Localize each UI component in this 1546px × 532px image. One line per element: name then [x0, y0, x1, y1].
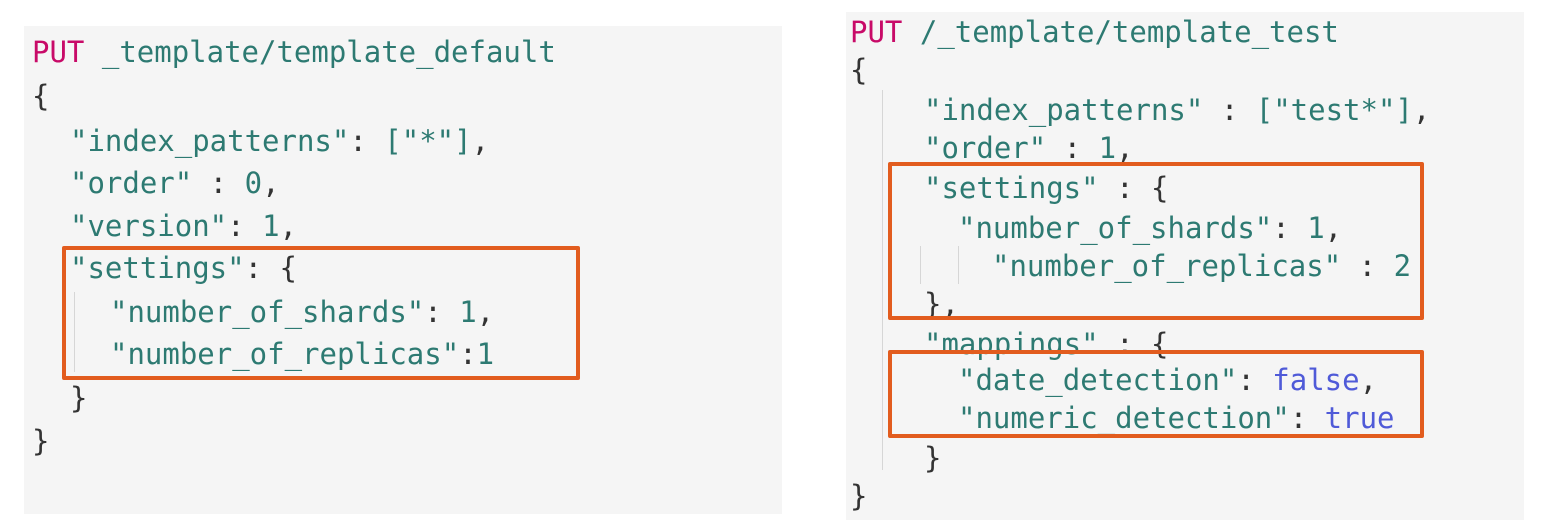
- json-key: "settings": [70, 251, 245, 285]
- code-editor-left[interactable]: PUT _template/template_default { "index_…: [24, 26, 782, 514]
- code-line: "number_of_replicas":1: [110, 337, 495, 371]
- json-value: 2: [1393, 249, 1412, 283]
- code-line: "settings" : {: [924, 171, 1169, 205]
- code-line: "order" : 0,: [70, 166, 280, 200]
- code-line: {: [32, 79, 50, 113]
- mappings-highlight-box: [888, 350, 1424, 438]
- json-value: false: [1272, 363, 1360, 397]
- http-method: PUT: [850, 15, 903, 49]
- indent-guide: [74, 292, 75, 372]
- indent-guide: [958, 246, 959, 284]
- code-line: "date_detection": false,: [958, 363, 1378, 397]
- code-line: }: [32, 424, 50, 458]
- code-line: },: [924, 287, 959, 321]
- code-line: "numeric_detection": true: [958, 401, 1395, 435]
- settings-highlight-box: [62, 246, 580, 380]
- json-value: 1: [459, 295, 477, 329]
- json-key: "number_of_replicas": [110, 337, 460, 371]
- code-line: "settings": {: [70, 251, 297, 285]
- json-value: 1: [476, 337, 495, 371]
- json-key: "version": [70, 209, 228, 243]
- indent-guide: [882, 90, 883, 470]
- json-key: "number_of_shards": [110, 295, 425, 329]
- code-line: "index_patterns": ["*"],: [70, 124, 490, 158]
- json-value: ["*"]: [384, 124, 472, 158]
- code-line: }: [70, 381, 88, 415]
- code-line: "index_patterns" : ["test*"],: [924, 93, 1431, 127]
- http-method: PUT: [32, 35, 85, 69]
- indent-guide: [920, 246, 921, 284]
- json-value: 1: [262, 209, 280, 243]
- request-path: /_template/template_test: [919, 15, 1339, 49]
- json-key: "settings": [924, 171, 1099, 205]
- code-line: }: [850, 479, 868, 513]
- json-key: "order": [924, 131, 1047, 165]
- request-line: PUT _template/template_default: [32, 32, 556, 72]
- request-line: PUT /_template/template_test: [850, 12, 1339, 52]
- json-key: "index_patterns": [70, 124, 350, 158]
- code-line: "number_of_replicas" : 2: [992, 249, 1412, 283]
- settings-highlight-box: [888, 162, 1424, 320]
- json-value: 0: [244, 166, 263, 200]
- code-line: {: [850, 53, 868, 87]
- json-key: "numeric_detection": [958, 401, 1290, 435]
- code-line: "number_of_shards": 1,: [958, 211, 1343, 245]
- json-key: "date_detection": [958, 363, 1238, 397]
- json-value: true: [1324, 401, 1395, 435]
- json-value: 1: [1307, 211, 1325, 245]
- json-key: "number_of_replicas": [992, 249, 1342, 283]
- request-path: _template/template_default: [101, 35, 556, 69]
- json-value: 1: [1098, 131, 1117, 165]
- json-key: "order": [70, 166, 193, 200]
- code-line: "order" : 1,: [924, 131, 1134, 165]
- code-line: "number_of_shards": 1,: [110, 295, 495, 329]
- code-line: }: [924, 441, 942, 475]
- json-key: "mappings": [924, 327, 1099, 361]
- json-key: "index_patterns": [924, 93, 1204, 127]
- json-key: "number_of_shards": [958, 211, 1273, 245]
- json-value: ["test*"]: [1255, 93, 1413, 127]
- code-line: "version": 1,: [70, 209, 297, 243]
